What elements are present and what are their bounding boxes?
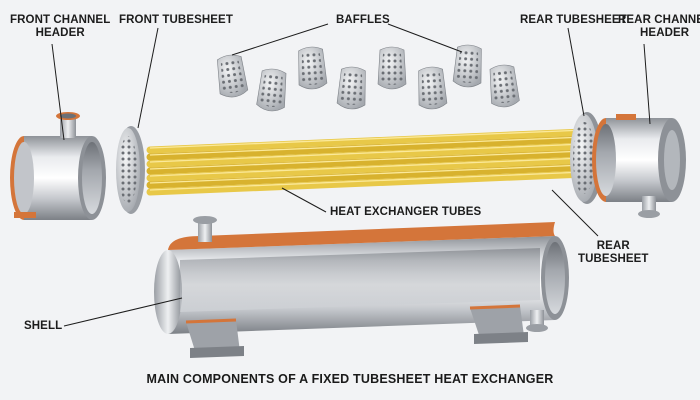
shell-graphic [154, 216, 569, 358]
rear-channel-header-graphic [592, 114, 686, 218]
leader-baffles-right [387, 23, 463, 53]
label-rear-channel-header: REAR CHANNEL HEADER [618, 14, 700, 39]
label-front-channel-header: FRONT CHANNEL HEADER [10, 14, 111, 39]
label-baffles: BAFFLES [336, 14, 390, 26]
label-rear-tubesheet-side: REAR TUBESHEET [578, 240, 649, 265]
label-heat-exchanger-tubes: HEAT EXCHANGER TUBES [330, 206, 482, 218]
leader-front-channel-header [51, 43, 65, 141]
tube-highlight [149, 164, 586, 184]
tube-highlight [149, 129, 586, 149]
baffle-plate [452, 44, 482, 88]
label-front-tubesheet: FRONT TUBESHEET [119, 14, 233, 26]
leader-rear-tubesheet-side [551, 189, 599, 237]
front-tubesheet-graphic [116, 126, 145, 214]
leader-baffles-left [231, 23, 329, 56]
leader-heat-exchanger-tubes [281, 187, 327, 213]
heat-exchanger-tube [146, 128, 589, 154]
tube-highlight [149, 143, 586, 163]
tube-highlight [149, 157, 586, 177]
tube-highlight [149, 150, 586, 170]
baffle-plate [256, 68, 287, 112]
label-shell: SHELL [24, 320, 63, 332]
baffle-plate [418, 66, 448, 110]
baffle-plate [217, 54, 249, 98]
baffle-plate [489, 64, 520, 108]
heat-exchanger-tube [146, 135, 589, 161]
leader-shell [63, 297, 183, 327]
leader-rear-channel-header [643, 43, 651, 125]
heat-exchanger-tube [146, 156, 589, 182]
baffle-plate [377, 46, 407, 90]
tube-highlight [149, 136, 586, 156]
leader-front-tubesheet [137, 27, 159, 129]
heat-exchanger-tube [146, 142, 589, 168]
leader-rear-tubesheet-top [567, 27, 585, 117]
front-channel-header-graphic [10, 112, 106, 220]
tube-highlight [149, 171, 586, 191]
baffle-plate [336, 66, 366, 110]
rear-tubesheet-graphic [570, 112, 603, 204]
heat-exchanger-tube [146, 170, 589, 196]
heat-exchanger-tube [146, 163, 589, 189]
baffles-graphic [217, 44, 520, 112]
leader-lines [51, 23, 651, 327]
heat-exchanger-tube [146, 149, 589, 175]
baffle-plate [298, 46, 328, 90]
label-rear-tubesheet-top: REAR TUBESHEET [520, 14, 627, 26]
heat-exchanger-tubes-graphic [146, 128, 589, 196]
diagram-caption: MAIN COMPONENTS OF A FIXED TUBESHEET HEA… [146, 372, 554, 386]
